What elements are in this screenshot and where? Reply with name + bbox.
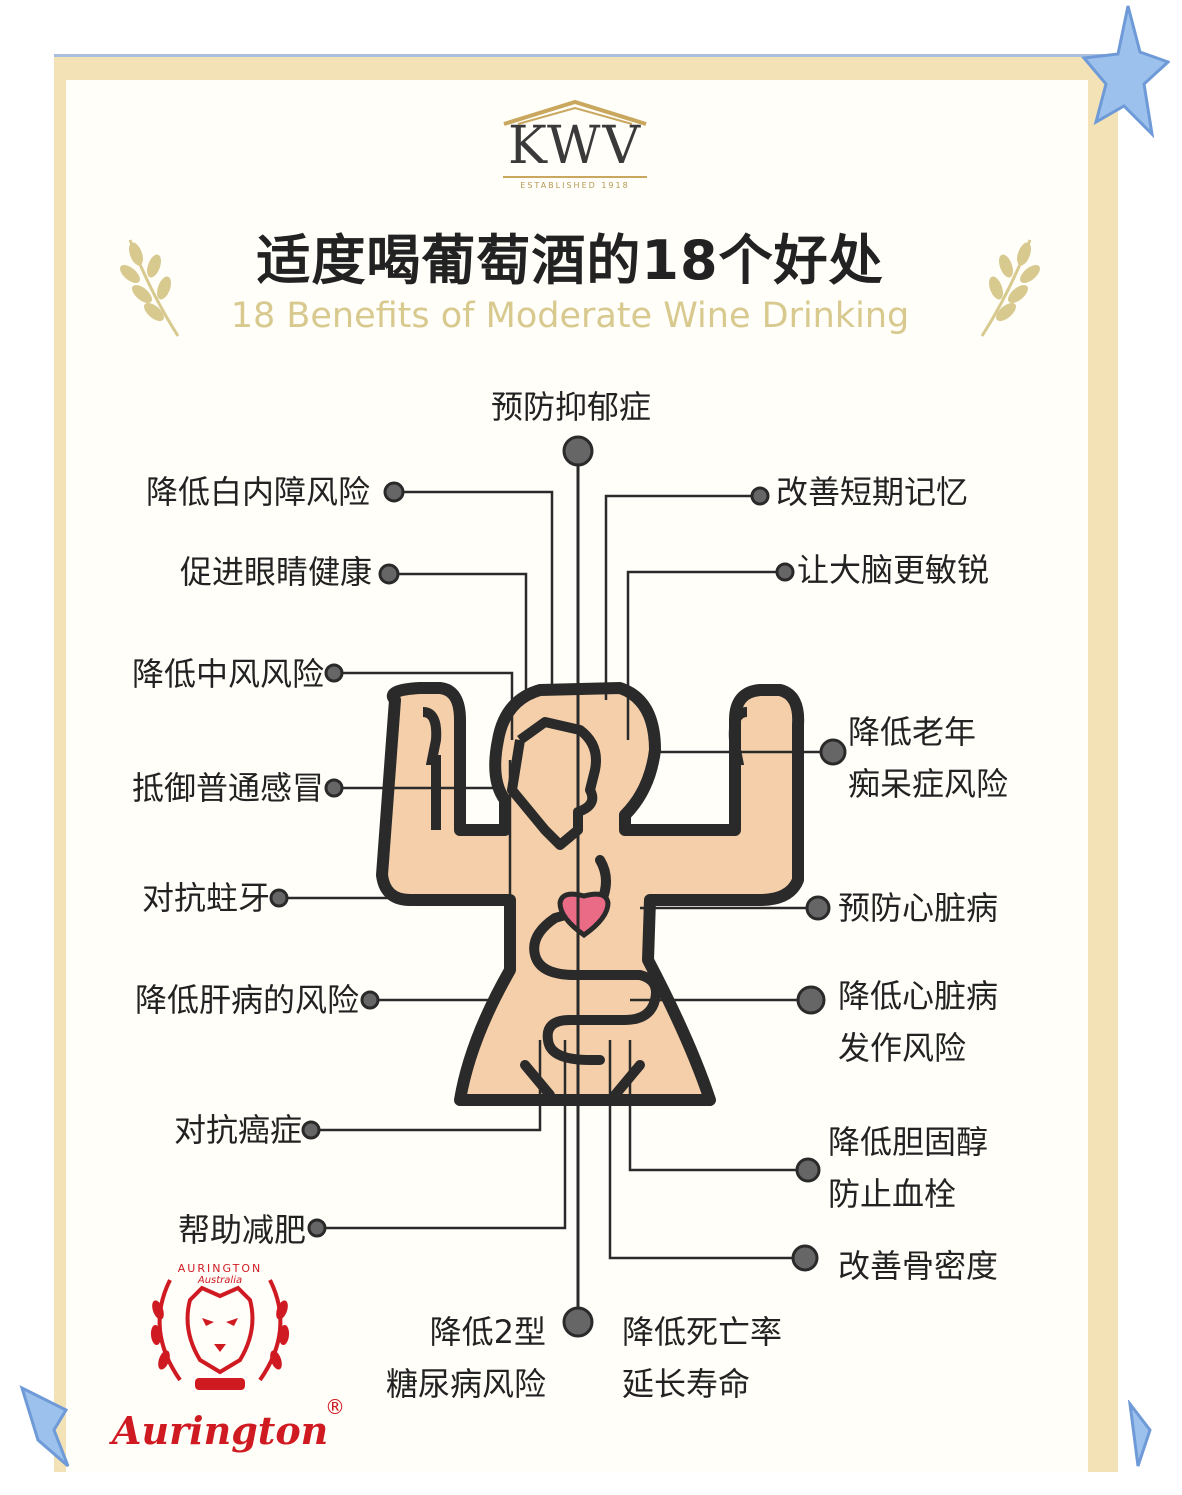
title-chinese: 适度喝葡萄酒的18个好处 [256, 229, 884, 292]
logo-brand: KWV [508, 116, 642, 176]
right-arm-inner [728, 707, 748, 830]
benefit-label: 对抗蛀牙 [141, 879, 270, 917]
brand-sub-text: Australia [197, 1275, 243, 1286]
benefit-label: 预防心脏病 [838, 889, 999, 927]
benefit-label: 对抗癌症 [173, 1111, 302, 1149]
benefit-label: 降低死亡率 [622, 1313, 783, 1351]
intestine [529, 855, 661, 1065]
benefit-label: 降低2型 [429, 1313, 546, 1351]
benefit-label: 改善骨密度 [838, 1247, 999, 1285]
benefit-label: 改善短期记忆 [776, 473, 969, 511]
benefit-label: 发作风险 [838, 1029, 967, 1067]
benefit-label: 降低心脏病 [838, 977, 999, 1015]
tiger-emblem-icon [150, 1279, 290, 1390]
benefit-label: 降低胆固醇 [828, 1123, 989, 1161]
star-icon [19, 1385, 70, 1468]
benefit-label: 降低老年 [848, 713, 977, 751]
benefit-label: 延长寿命 [622, 1365, 751, 1403]
benefit-label: 降低白内障风险 [145, 473, 370, 511]
star-icon [1127, 1400, 1152, 1467]
logo-roof-icon [503, 99, 647, 126]
heart-icon [557, 891, 611, 939]
title-english: 18 Benefits of Moderate Wine Drinking [230, 296, 910, 336]
brand-name: Aurington [112, 1408, 329, 1453]
benefit-label: 糖尿病风险 [385, 1365, 546, 1403]
benefit-label: 抵御普通感冒 [131, 769, 324, 807]
star-icon [1081, 5, 1170, 139]
benefit-label: 让大脑更敏锐 [797, 551, 990, 589]
left-arm-inner [422, 707, 442, 830]
benefit-label: 促进眼睛健康 [179, 553, 372, 591]
wheat-icon [980, 239, 1040, 337]
wheat-icon [120, 239, 180, 337]
benefit-label: 降低中风风险 [131, 655, 324, 693]
benefit-label: 帮助减肥 [177, 1211, 306, 1249]
registered-mark: ® [325, 1395, 345, 1419]
benefit-label: 降低肝病的风险 [134, 981, 359, 1019]
benefit-label: 痴呆症风险 [848, 765, 1009, 803]
logo-underline [503, 176, 647, 178]
logo-established: ESTABLISHED 1918 [520, 181, 630, 190]
brand-top-text: AURINGTON [177, 1262, 263, 1275]
benefit-label: 预防抑郁症 [491, 388, 652, 426]
leg-split [520, 1060, 645, 1100]
benefit-label: 防止血栓 [828, 1175, 957, 1213]
